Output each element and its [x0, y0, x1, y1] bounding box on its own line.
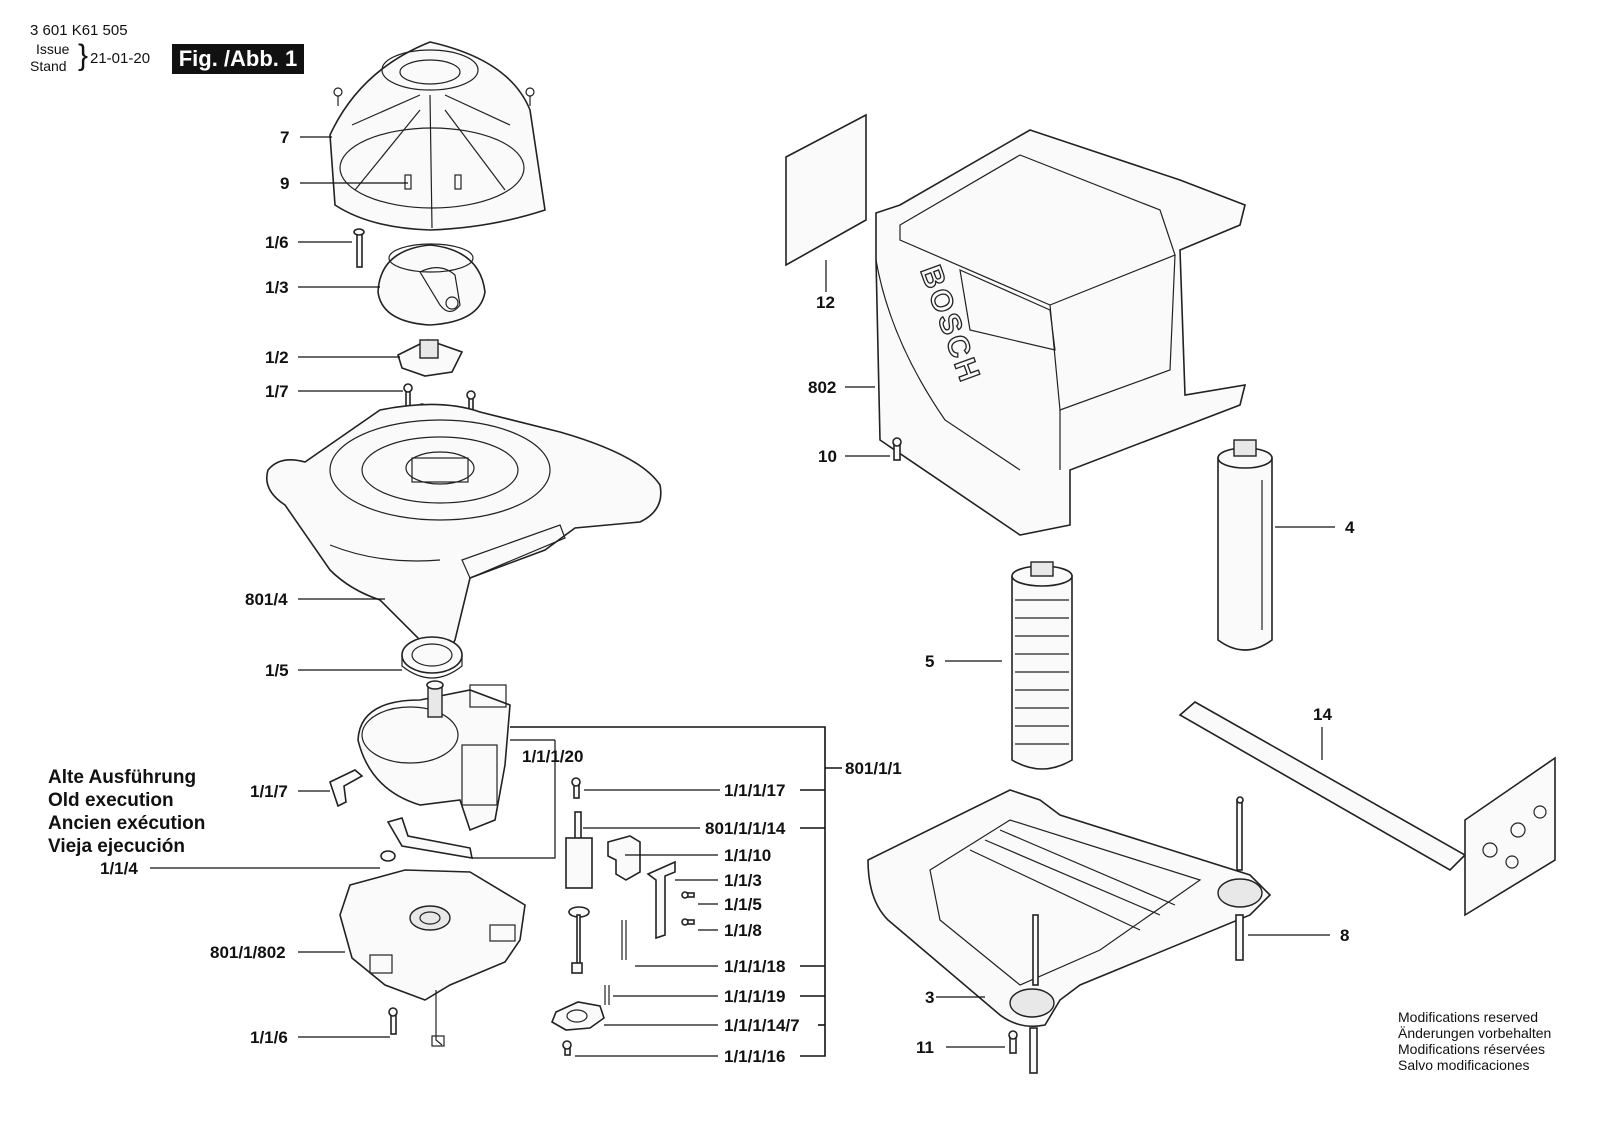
label-801-1-802: 801/1/802	[210, 943, 286, 962]
label-1-1-1-18: 1/1/1/18	[724, 957, 785, 976]
screw-part-10	[892, 437, 902, 461]
housing-part-801-4	[266, 403, 662, 653]
label-10: 10	[818, 447, 837, 466]
leader-lines	[150, 136, 1335, 1057]
motor-assembly-801-1-1	[357, 680, 511, 832]
modifications-note-line: Änderungen vorbehalten	[1398, 1025, 1551, 1041]
strip-part-14	[1178, 701, 1556, 917]
label-9: 9	[280, 174, 289, 193]
label-1-1-1-14-7: 1/1/1/14/7	[724, 1016, 800, 1035]
screw-part-1-1-6	[388, 1007, 398, 1035]
label-12: 12	[816, 293, 835, 312]
legacy-note-line: Old execution	[48, 790, 174, 811]
label-801-4: 801/4	[245, 590, 288, 609]
cage-part-7	[329, 41, 546, 231]
modifications-note-line: Modifications reserved	[1398, 1009, 1538, 1025]
label-801-1-1: 801/1/1	[845, 759, 902, 778]
housing-part-802	[875, 129, 1247, 536]
label-1-3: 1/3	[265, 278, 289, 297]
issue-date: 21-01-20	[90, 50, 151, 67]
washer-part-1-1-4	[380, 850, 396, 862]
clip-part-1-1-7	[329, 769, 364, 808]
label-1-1-6: 1/1/6	[250, 1028, 288, 1047]
stand-label: Stand	[30, 58, 67, 74]
modifications-note-line: Salvo modificaciones	[1398, 1057, 1530, 1073]
pcb-part-801-1-802	[339, 869, 526, 1047]
label-1-1-1-17: 1/1/1/17	[724, 781, 785, 800]
pins-part-8	[1029, 796, 1244, 1074]
label-1-1-4: 1/1/4	[100, 859, 138, 878]
label-1-1-1-20: 1/1/1/20	[522, 747, 583, 766]
figure-label: Fig. /Abb. 1	[172, 44, 304, 74]
label-1-1-3: 1/1/3	[724, 871, 762, 890]
label-4: 4	[1345, 518, 1355, 537]
label-1-1-8: 1/1/8	[724, 921, 762, 940]
cap-part-1-3	[377, 243, 486, 326]
issue-label: Issue	[36, 41, 70, 57]
label-1-6: 1/6	[265, 233, 289, 252]
modifications-note-line: Modifications réservées	[1398, 1041, 1545, 1057]
label-1-1-10: 1/1/10	[724, 846, 771, 865]
mount-part-1-2	[397, 339, 464, 377]
legacy-note-line: Vieja ejecución	[48, 836, 185, 857]
label-14: 14	[1313, 705, 1332, 724]
cylinder-part-4	[1217, 439, 1273, 651]
modifications-note: Modifications reserved Änderungen vorbeh…	[1398, 1009, 1551, 1073]
label-1-1-1-16: 1/1/1/16	[724, 1047, 785, 1066]
label-7: 7	[280, 128, 289, 147]
base-part-3	[867, 789, 1272, 1028]
label-1-1-5: 1/1/5	[724, 895, 762, 914]
legacy-note: Alte Ausführung Old execution Ancien exé…	[48, 767, 205, 857]
label-1-1-7: 1/1/7	[250, 782, 288, 801]
ring-part-1-5	[401, 636, 463, 679]
screw-part-1-6	[353, 228, 365, 268]
bracket-part-1-1-1-20	[386, 817, 474, 859]
label-1-2: 1/2	[265, 348, 289, 367]
label-1-7: 1/7	[265, 382, 289, 401]
small-parts-group	[550, 777, 695, 1056]
issue-brace: }	[78, 39, 89, 72]
label-801-1-1-14: 801/1/1/14	[705, 819, 786, 838]
bellows-part-5	[1011, 561, 1073, 770]
label-802: 802	[808, 378, 836, 397]
label-1-1-1-19: 1/1/1/19	[724, 987, 785, 1006]
label-5: 5	[925, 652, 934, 671]
part-number: 3 601 K61 505	[30, 22, 128, 39]
label-3: 3	[925, 988, 934, 1007]
legacy-note-line: Alte Ausführung	[48, 767, 196, 788]
screw-part-11	[1008, 1030, 1018, 1054]
label-8: 8	[1340, 926, 1349, 945]
label-11: 11	[916, 1038, 934, 1057]
label-sheet-part-12	[785, 113, 867, 267]
legacy-note-line: Ancien exécution	[48, 813, 205, 834]
label-1-5: 1/5	[265, 661, 289, 680]
